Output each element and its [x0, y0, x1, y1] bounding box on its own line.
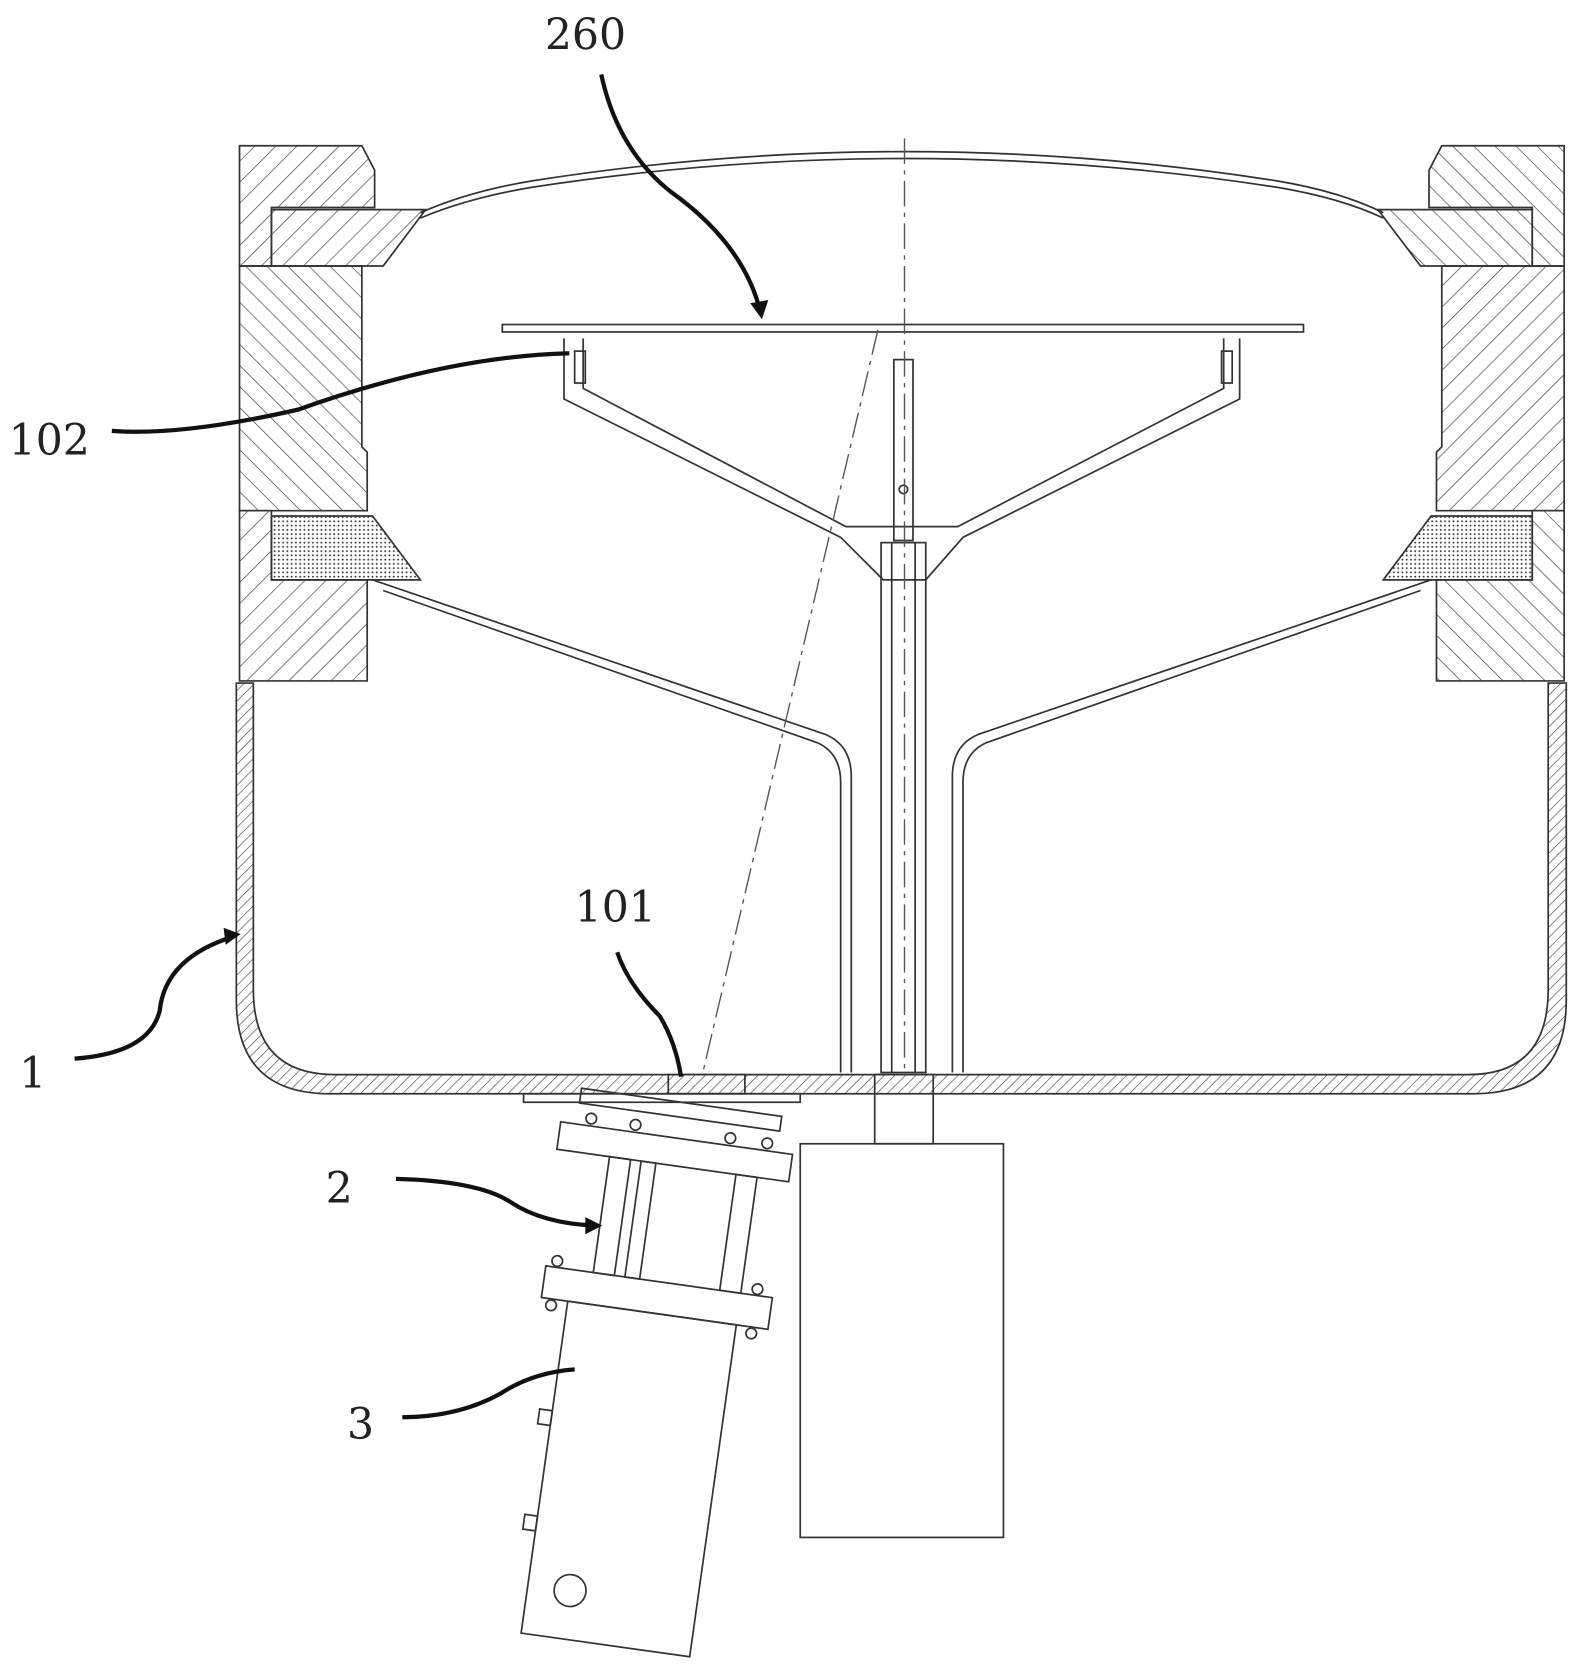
pipe-3 [520, 1300, 738, 1658]
right-seal [1381, 515, 1534, 581]
right-wall-block [1435, 265, 1566, 512]
leader-3 [402, 1367, 575, 1420]
leader-101 [615, 951, 684, 1078]
label-260: 260 [545, 11, 626, 60]
tilted-assembly [520, 1087, 794, 1658]
label-101: 101 [575, 883, 656, 932]
left-wall-block [238, 265, 369, 512]
motor-box [799, 1142, 1005, 1539]
label-3: 3 [347, 1400, 374, 1449]
leader-1 [74, 934, 235, 1061]
left-seal [270, 515, 423, 581]
leader-2 [395, 1176, 597, 1228]
label-102: 102 [9, 416, 90, 465]
leader-260 [599, 74, 763, 315]
upper-flange [555, 1120, 794, 1183]
left-lid-ring [270, 208, 428, 267]
center-shaft [880, 541, 927, 1074]
lower-flange [540, 1264, 774, 1331]
label-2: 2 [326, 1164, 353, 1213]
left-lower-block [238, 509, 369, 682]
funnel-left [372, 579, 853, 1073]
plate-260 [501, 323, 1305, 333]
right-lid-ring [1376, 208, 1534, 267]
right-lower-block [1435, 509, 1566, 682]
leader-102 [111, 351, 570, 434]
funnel-right [951, 579, 1432, 1073]
cone-102 [563, 338, 1241, 581]
vessel-body [235, 682, 1568, 1095]
label-1: 1 [19, 1049, 46, 1098]
